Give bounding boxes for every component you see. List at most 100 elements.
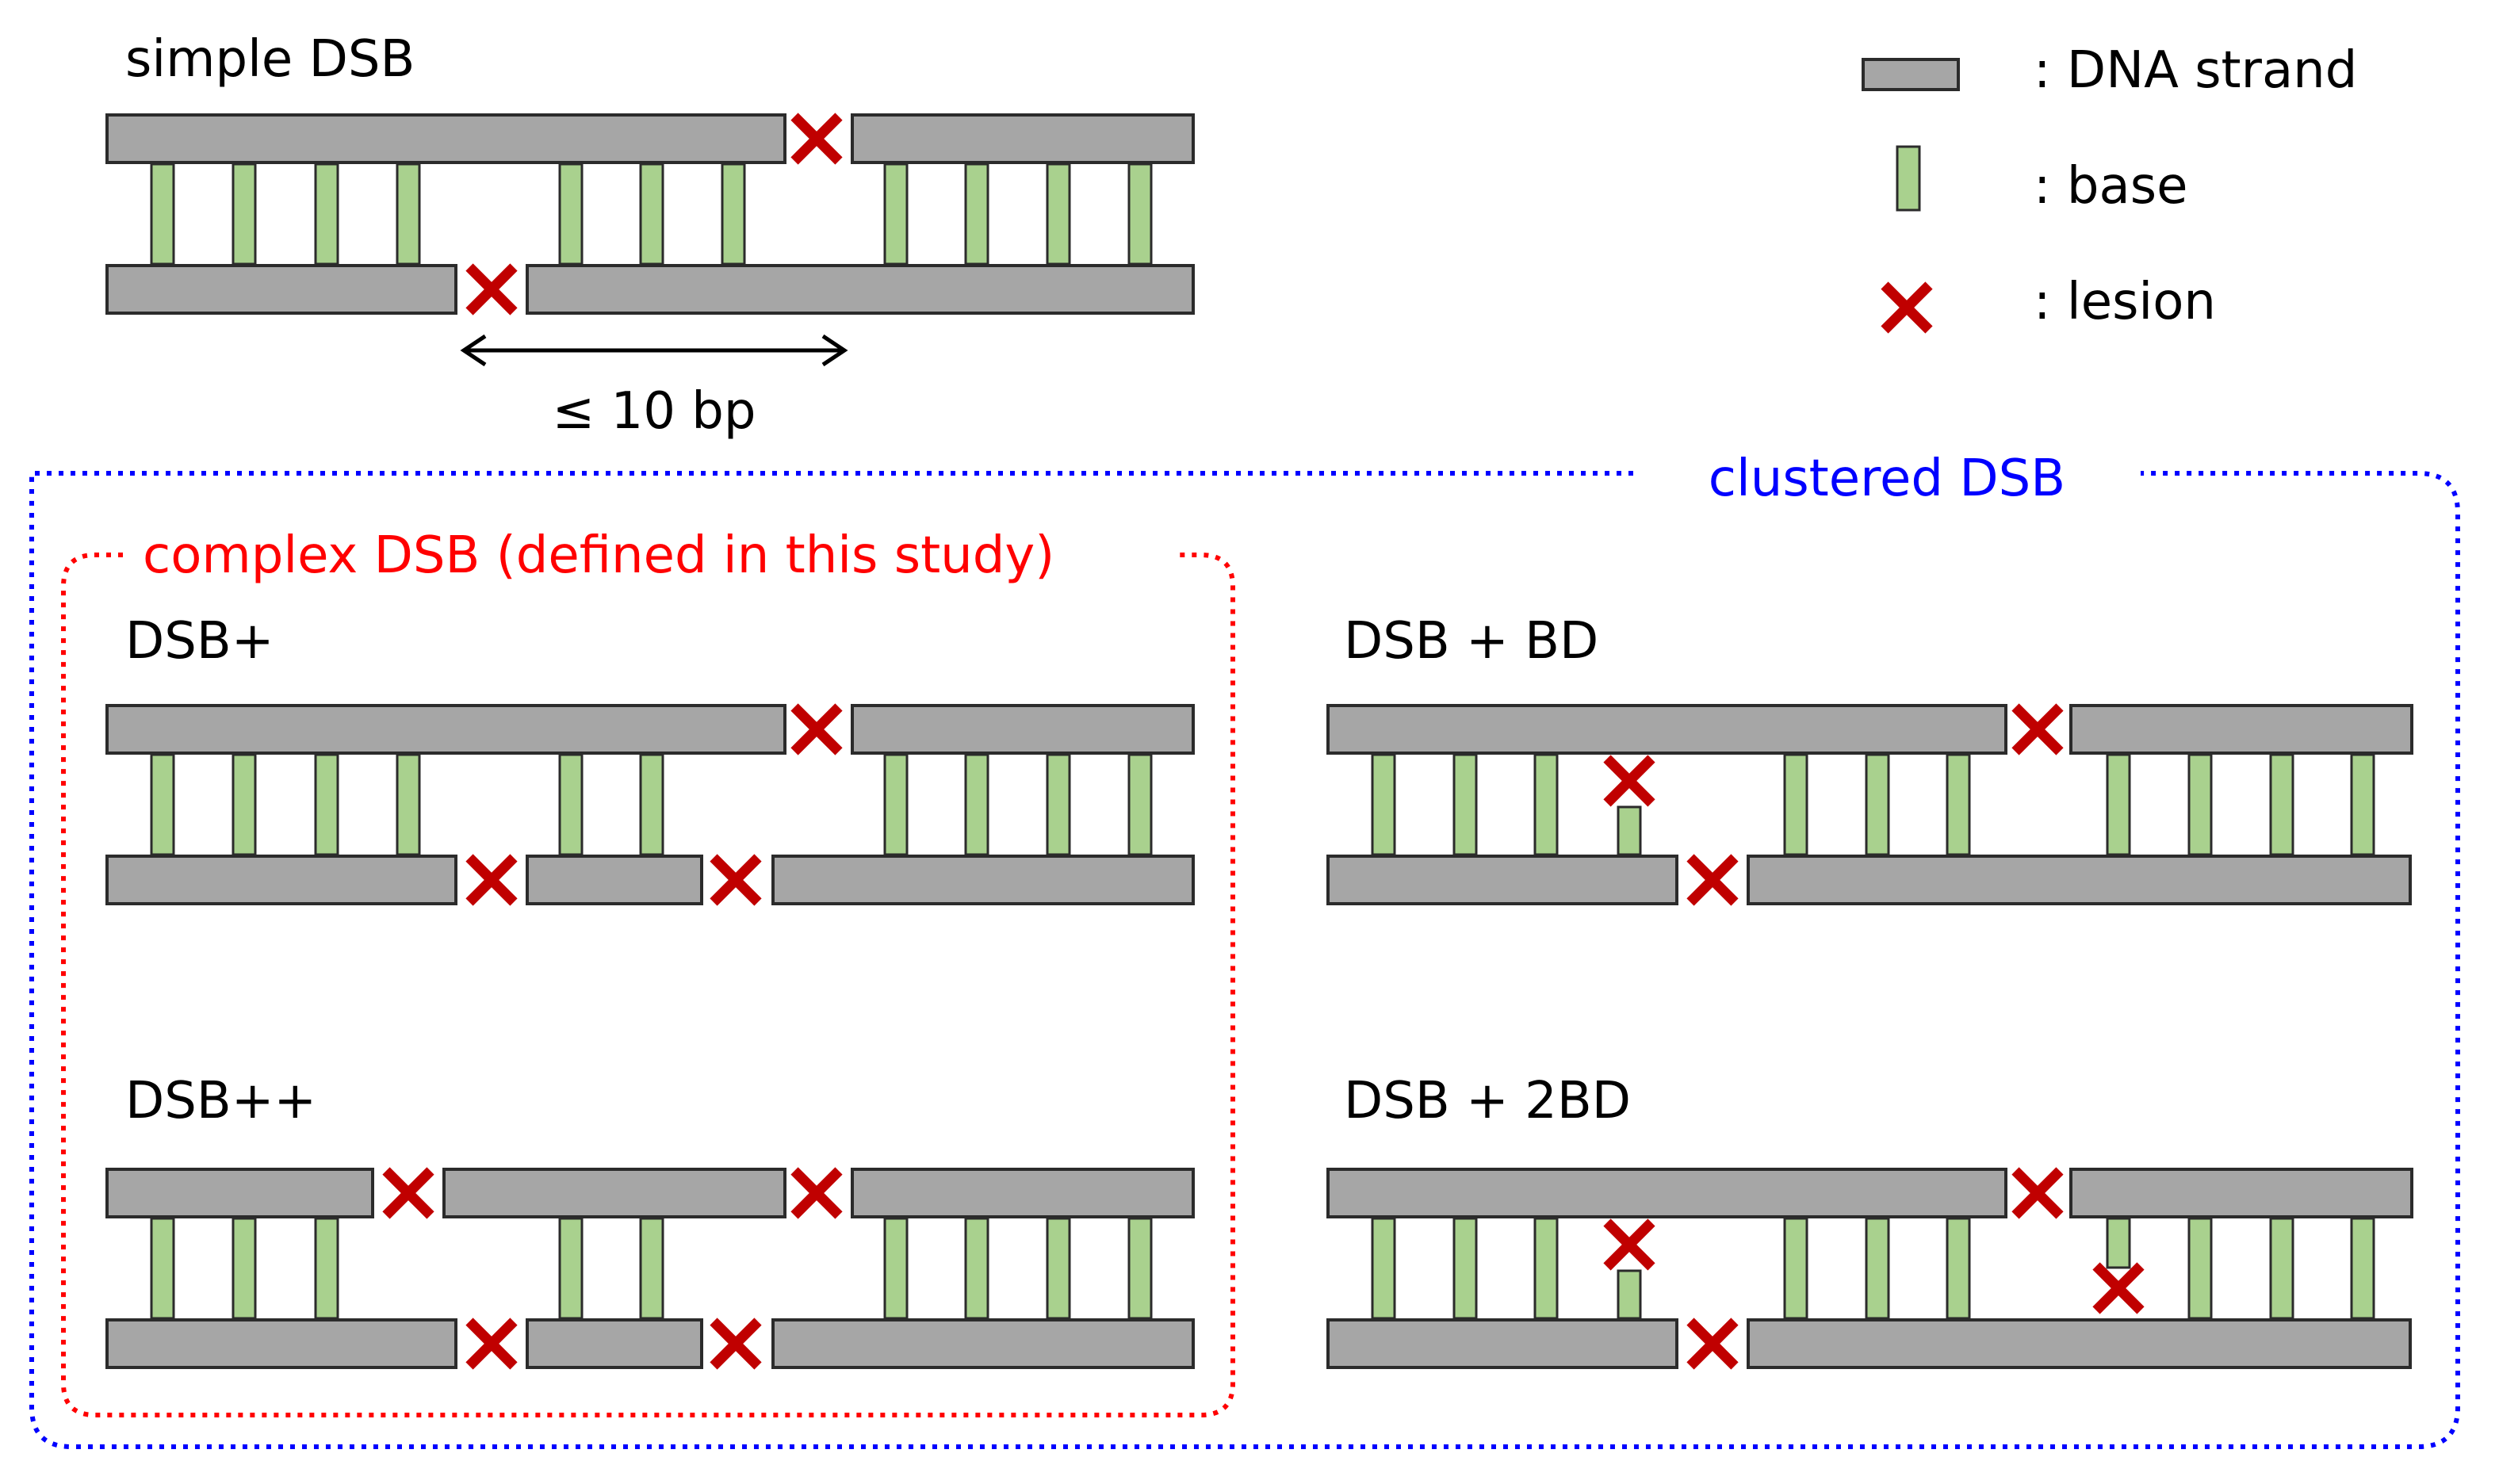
base xyxy=(1371,753,1396,856)
base xyxy=(1617,805,1642,856)
base xyxy=(964,163,989,266)
base xyxy=(1452,1217,1478,1320)
base xyxy=(1617,1269,1642,1320)
base xyxy=(2350,1217,2375,1320)
base xyxy=(1533,1217,1559,1320)
base xyxy=(721,163,746,266)
base xyxy=(232,163,257,266)
base xyxy=(396,753,421,856)
base xyxy=(150,1217,175,1320)
distance-label: ≤ 10 bp xyxy=(553,382,756,441)
base xyxy=(964,753,989,856)
dna-strand xyxy=(526,855,703,905)
dna-strand xyxy=(526,264,1195,315)
dna-strand xyxy=(105,113,786,164)
dna-strand xyxy=(1326,704,2007,755)
legend-base-label: : base xyxy=(2034,157,2187,216)
base xyxy=(314,163,339,266)
base xyxy=(1127,753,1153,856)
base xyxy=(883,163,909,266)
dna-strand xyxy=(2069,1168,2413,1218)
lesion-icon xyxy=(1603,1218,1655,1271)
lesion-icon xyxy=(790,1167,843,1219)
dna-strand xyxy=(105,704,786,755)
base xyxy=(2187,1217,2213,1320)
base xyxy=(2269,1217,2294,1320)
panel-title-dsb-2bd: DSB + 2BD xyxy=(1344,1072,1631,1130)
base xyxy=(1046,753,1071,856)
lesion-icon xyxy=(465,263,518,316)
dna-strand xyxy=(851,113,1195,164)
clustered-dsb-border xyxy=(29,471,2460,1449)
base xyxy=(558,753,584,856)
dna-strand xyxy=(1326,1168,2007,1218)
base xyxy=(1452,753,1478,856)
lesion-icon xyxy=(790,113,843,165)
simple-dsb-title: simple DSB xyxy=(125,30,415,89)
lesion-icon xyxy=(1686,854,1739,906)
distance-arrow-left-head xyxy=(460,334,487,367)
dna-strand xyxy=(105,1318,457,1369)
dna-strand xyxy=(771,855,1195,905)
base xyxy=(883,753,909,856)
base xyxy=(2350,753,2375,856)
base xyxy=(1946,753,1971,856)
base xyxy=(964,1217,989,1320)
dna-strand xyxy=(526,1318,703,1369)
lesion-icon xyxy=(465,1318,518,1370)
dna-strand xyxy=(1326,1318,1678,1369)
dna-strand xyxy=(1747,855,2412,905)
lesion-icon xyxy=(710,854,762,906)
dna-strand xyxy=(771,1318,1195,1369)
base xyxy=(1533,753,1559,856)
dna-strand xyxy=(442,1168,786,1218)
lesion-icon xyxy=(790,703,843,755)
lesion-icon xyxy=(1686,1318,1739,1370)
dna-strand xyxy=(105,264,457,315)
base xyxy=(639,753,664,856)
base xyxy=(1865,1217,1890,1320)
lesion-icon xyxy=(2011,703,2064,755)
base xyxy=(150,163,175,266)
base xyxy=(232,753,257,856)
complex-dsb-border xyxy=(61,553,1235,1417)
lesion-icon xyxy=(1603,755,1655,807)
base xyxy=(2106,1217,2131,1269)
lesion-icon xyxy=(710,1318,762,1370)
legend-base-icon xyxy=(1896,145,1921,212)
base xyxy=(1127,1217,1153,1320)
base xyxy=(639,163,664,266)
base xyxy=(1783,753,1808,856)
dna-strand xyxy=(1747,1318,2412,1369)
base xyxy=(1046,163,1071,266)
dna-strand xyxy=(851,1168,1195,1218)
base xyxy=(1371,1217,1396,1320)
base xyxy=(150,753,175,856)
dna-strand xyxy=(105,855,457,905)
base xyxy=(232,1217,257,1320)
dna-strand xyxy=(105,1168,374,1218)
legend-strand-icon xyxy=(1862,58,1960,91)
base xyxy=(2187,753,2213,856)
legend-lesion-label: : lesion xyxy=(2034,273,2216,331)
base xyxy=(558,163,584,266)
base xyxy=(883,1217,909,1320)
base xyxy=(1127,163,1153,266)
clustered-dsb-title: clustered DSB xyxy=(1709,449,2065,508)
base xyxy=(639,1217,664,1320)
base xyxy=(314,753,339,856)
dna-strand xyxy=(2069,704,2413,755)
base xyxy=(2106,753,2131,856)
base xyxy=(314,1217,339,1320)
base xyxy=(1046,1217,1071,1320)
base xyxy=(1865,753,1890,856)
panel-title-dsb-bd: DSB + BD xyxy=(1344,612,1598,671)
distance-arrow-right-head xyxy=(821,334,848,367)
dna-strand xyxy=(1326,855,1678,905)
lesion-icon xyxy=(1881,281,1933,334)
lesion-icon xyxy=(382,1167,434,1219)
complex-dsb-title: complex DSB (defined in this study) xyxy=(143,526,1054,585)
base xyxy=(1783,1217,1808,1320)
panel-title-dsb-plusplus: DSB++ xyxy=(125,1072,316,1130)
